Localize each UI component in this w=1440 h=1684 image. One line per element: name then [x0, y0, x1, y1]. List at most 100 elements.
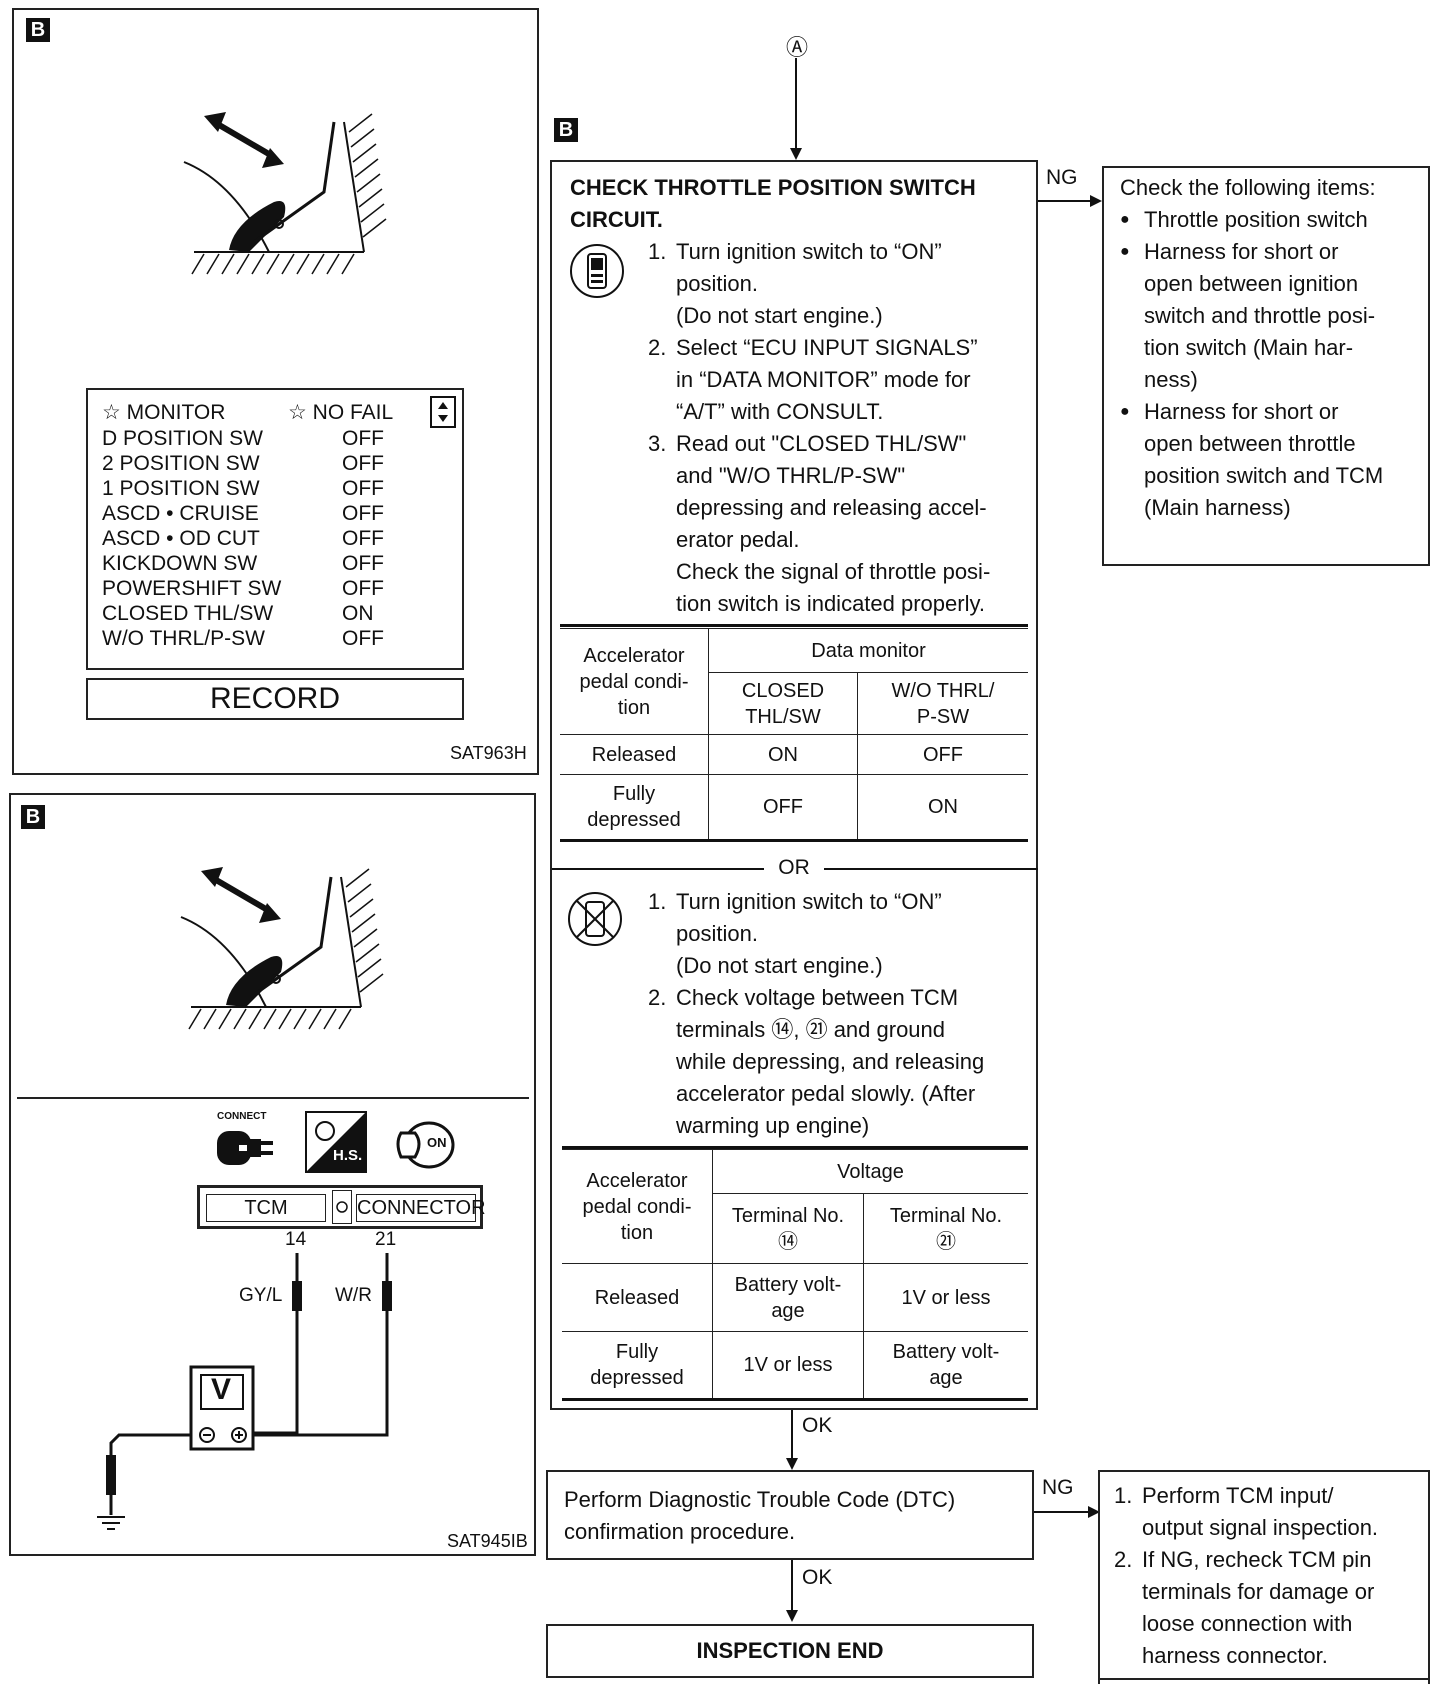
table-text-line: ⑭: [778, 1230, 798, 1253]
tcm-step: 1.Perform TCM input/output signal inspec…: [1114, 1480, 1440, 1544]
tcm-inspection-box: 1.Perform TCM input/output signal inspec…: [1098, 1470, 1430, 1684]
ok-label-1: OK: [802, 1414, 833, 1437]
table-text-line: depressed: [590, 1367, 684, 1389]
pin-21-label: 21: [375, 1229, 397, 1250]
table1-cell: ON: [708, 734, 858, 775]
step-number: 2.: [648, 985, 667, 1010]
check-title-line2: CIRCUIT.: [570, 207, 663, 232]
consult-step: 3.Read out "CLOSED THL/SW"and "W/O THRL/…: [648, 428, 1036, 620]
step-line: Turn ignition switch to “ON”: [676, 239, 942, 264]
step-line: in “DATA MONITOR” mode for: [676, 367, 971, 392]
table-text-line: pedal condi-: [582, 1195, 692, 1218]
ng-check-item: ●Throttle position switch: [1120, 204, 1434, 236]
divider: [17, 1097, 529, 1099]
step-line: and "W/O THRL/P-SW": [676, 463, 906, 488]
hs-label: H.S.: [333, 1147, 363, 1164]
ng-check-items: ●Throttle position switch ● Harness for sh…: [1120, 204, 1434, 524]
table-text-line: tion: [620, 1221, 654, 1244]
inspection-end-box: INSPECTION END: [546, 1624, 1034, 1678]
table2-row-cond: Fully depressed: [562, 1331, 713, 1401]
connector-right-label: CONNECTOR: [357, 1197, 486, 1219]
step-line: while depressing, and releasing: [676, 1049, 985, 1074]
step-number: 2.: [648, 335, 667, 360]
section-badge: B: [554, 118, 578, 142]
figure-code: SAT945IB: [447, 1531, 528, 1551]
voltmeter-label: V: [211, 1373, 232, 1406]
record-button[interactable]: RECORD: [86, 678, 464, 720]
table2-row-cond: Released: [562, 1263, 713, 1332]
tcm-box-bottom: [1098, 1678, 1430, 1680]
table-text-line: Accelerator: [583, 644, 685, 667]
table-text-line: Fully: [612, 783, 656, 805]
pedal-illustration: [180, 867, 384, 1030]
rule: [562, 1146, 1028, 1149]
monitor-header-right: ☆ NO FAIL: [288, 401, 394, 424]
table-text-line: age: [929, 1367, 963, 1389]
table1-col-closed: CLOSED THL/SW: [708, 672, 858, 735]
hs-icon: [305, 1111, 367, 1173]
ng-item-line: open between ignition: [1144, 271, 1359, 296]
figure-code: SAT963H: [450, 743, 527, 763]
step-line: tion switch is indicated properly.: [676, 591, 985, 616]
ng-item-line: position switch and TCM: [1144, 463, 1384, 488]
ng-item-line: open between throttle: [1144, 431, 1356, 456]
step-line: loose connection with: [1142, 1611, 1353, 1636]
table-text-line: Terminal No.: [889, 1204, 1003, 1227]
scroll-icon[interactable]: [430, 396, 456, 428]
step-number: 1.: [648, 239, 667, 264]
table-text-line: pedal condi-: [579, 670, 689, 693]
step-line: Select “ECU INPUT SIGNALS”: [676, 335, 978, 360]
connector-left-label: TCM: [244, 1197, 288, 1219]
table-text-line: Accelerator: [586, 1169, 688, 1192]
step-line: depressing and releasing accel-: [676, 495, 987, 520]
wire-2-label: W/R: [335, 1285, 372, 1306]
table-text-line: Terminal No.: [731, 1204, 845, 1227]
monitor-item-name: KICKDOWN SW: [102, 552, 258, 575]
ng-label-1: NG: [1046, 166, 1078, 189]
record-button-label: RECORD: [209, 682, 340, 715]
or-divider-left: [552, 868, 764, 870]
table2-cell: Battery volt-age: [712, 1263, 864, 1332]
monitor-item-name: POWERSHIFT SW: [102, 577, 282, 600]
bullet-icon: ●: [1120, 403, 1130, 420]
table-text-line: 1V or less: [743, 1354, 833, 1376]
table2-cell: 1V or less: [712, 1331, 864, 1401]
step-number: 1.: [1114, 1483, 1133, 1508]
connect-label: CONNECT: [217, 1111, 267, 1122]
table-text-line: Fully: [615, 1341, 659, 1363]
step-line: terminals for damage or: [1142, 1579, 1375, 1604]
table-text-line: Battery volt-: [892, 1341, 1000, 1363]
figure-panel-voltage: B CONNECT H.S.: [9, 793, 536, 1556]
monitor-item-name: W/O THRL/P-SW: [102, 627, 265, 650]
connect-icon: [217, 1131, 273, 1165]
connector-left-cell: TCM: [206, 1194, 326, 1222]
table-text-line: Battery volt-: [734, 1273, 842, 1296]
ignition-on-label: ON: [427, 1135, 447, 1150]
voltage-step: 1.Turn ignition switch to “ON”position.(…: [648, 886, 1036, 982]
table-text-line: CLOSED: [741, 679, 825, 702]
monitor-item-value: OFF: [342, 527, 384, 550]
table2-condition-header: Accelerator pedal condi-tion: [562, 1149, 713, 1264]
table2-cell: Battery volt-age: [863, 1331, 1028, 1401]
connector-latch: [332, 1190, 352, 1224]
step-line: Perform TCM input/: [1142, 1483, 1334, 1508]
consult-step: 1.Turn ignition switch to “ON”position.(…: [648, 236, 1036, 332]
step-line: position.: [676, 921, 758, 946]
step-line: erator pedal.: [676, 527, 800, 552]
monitor-item-value: OFF: [342, 627, 384, 650]
ng-item-line: Harness for short or: [1144, 399, 1339, 424]
monitor-item-name: 1 POSITION SW: [102, 477, 260, 500]
step-line: warming up engine): [676, 1113, 870, 1138]
check-tps-box: CHECK THROTTLE POSITION SWITCH CIRCUIT. …: [550, 160, 1038, 1410]
table-text-line: THL/SW: [745, 705, 821, 728]
step-line: Read out "CLOSED THL/SW": [676, 431, 967, 456]
